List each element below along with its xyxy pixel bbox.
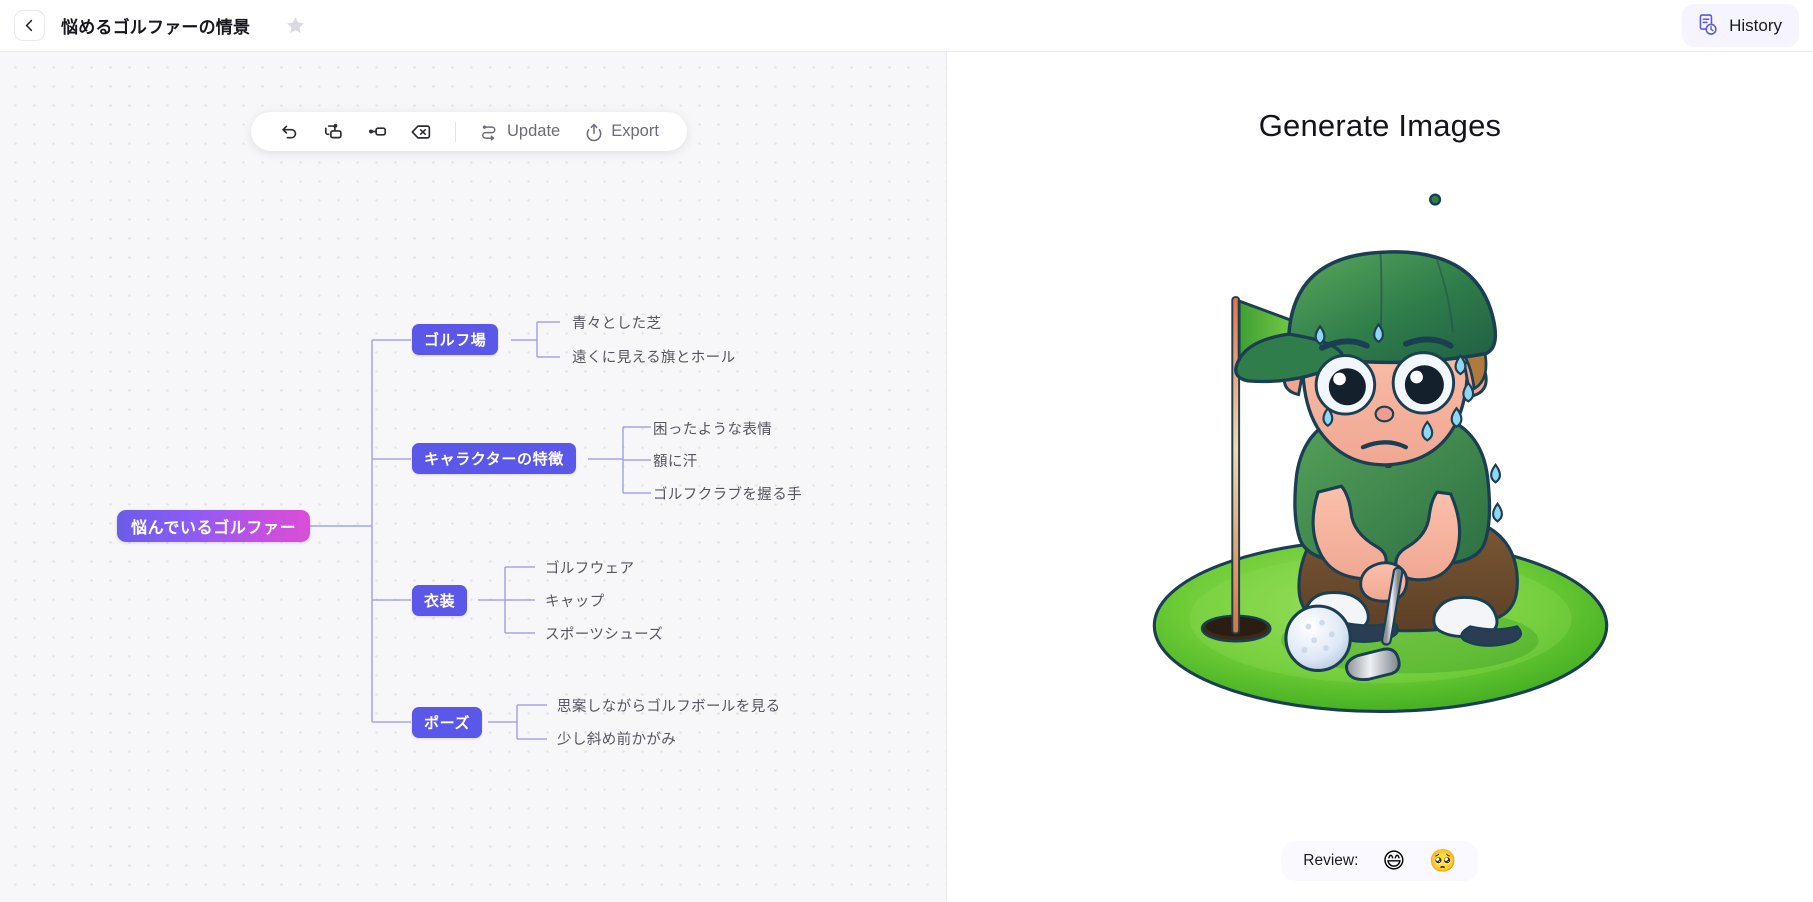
mindmap-leaf-node[interactable]: 少し斜め前かがみ	[557, 732, 677, 748]
document-clock-icon	[1699, 14, 1717, 35]
review-label: Review:	[1303, 852, 1359, 869]
add-sibling-node-icon	[324, 123, 342, 139]
review-positive-button[interactable]: 😄	[1382, 848, 1406, 873]
back-button[interactable]	[14, 10, 45, 41]
page-title: 悩めるゴルファーの情景	[61, 18, 251, 37]
top-bar: 悩めるゴルファーの情景 History	[0, 0, 1813, 52]
mindmap-leaf-node[interactable]: 額に汗	[653, 454, 698, 470]
mindmap-tree: 悩んでいるゴルファー ゴルフ場 青々とした芝 遠くに見える旗とホール キャラクタ…	[0, 52, 946, 902]
mindmap-branch-node-2[interactable]: キャラクターの特徴	[412, 443, 576, 474]
mindmap-leaf-node[interactable]: ゴルフクラブを握る手	[653, 487, 802, 503]
mindmap-leaf-node[interactable]: 遠くに見える旗とホール	[572, 350, 736, 366]
canvas-toolbar: Update Export	[251, 112, 687, 151]
toolbar-divider	[455, 121, 456, 142]
undo-button[interactable]	[267, 116, 311, 148]
export-button[interactable]: Export	[572, 116, 671, 148]
panel-title: Generate Images	[1258, 108, 1502, 143]
upload-arrow-icon	[586, 123, 602, 141]
add-sibling-node-button[interactable]	[311, 116, 355, 148]
generate-images-panel: Generate Images	[947, 52, 1813, 902]
mindmap-branch-node-1[interactable]: ゴルフ場	[412, 324, 499, 355]
mindmap-leaf-node[interactable]: 困ったような表情	[653, 422, 773, 438]
mindmap-connectors	[309, 321, 651, 740]
chevron-left-icon	[25, 19, 33, 32]
mindmap-leaf-node[interactable]: 青々とした芝	[572, 316, 662, 332]
delete-node-icon	[411, 124, 431, 139]
history-button[interactable]: History	[1682, 4, 1799, 47]
mindmap-canvas[interactable]: Update Export	[0, 52, 947, 902]
mindmap-branch-node-3[interactable]: 衣装	[412, 585, 468, 616]
delete-node-button[interactable]	[399, 116, 443, 148]
undo-arrow-icon	[281, 125, 296, 139]
update-button-label: Update	[507, 122, 561, 140]
export-button-label: Export	[611, 122, 659, 140]
mindmap-leaf-node[interactable]: スポーツシューズ	[545, 627, 664, 643]
mindmap-leaf-node[interactable]: ゴルフウェア	[545, 561, 635, 577]
mindmap-root-node[interactable]: 悩んでいるゴルファー	[117, 510, 311, 542]
update-button[interactable]: Update	[468, 116, 572, 148]
mindmap-leaf-node[interactable]: 思案しながらゴルフボールを見る	[557, 699, 781, 715]
main-body: Update Export	[0, 52, 1813, 902]
generated-golfer-illustration	[1152, 193, 1608, 713]
generated-image-stage[interactable]	[1088, 182, 1673, 767]
favorite-star-button[interactable]	[282, 13, 308, 39]
review-negative-button[interactable]: 🥺	[1429, 848, 1457, 873]
mindmap-leaf-node[interactable]: キャップ	[545, 594, 605, 610]
add-child-node-icon	[368, 127, 386, 136]
review-bar: Review: 😄 🥺	[1281, 841, 1479, 881]
star-icon	[286, 17, 304, 34]
mindmap-branch-node-4[interactable]: ポーズ	[412, 707, 483, 738]
sync-arrows-icon	[482, 125, 496, 141]
top-bar-right: History	[1682, 4, 1799, 47]
history-button-label: History	[1729, 15, 1782, 35]
add-child-node-button[interactable]	[355, 116, 399, 148]
